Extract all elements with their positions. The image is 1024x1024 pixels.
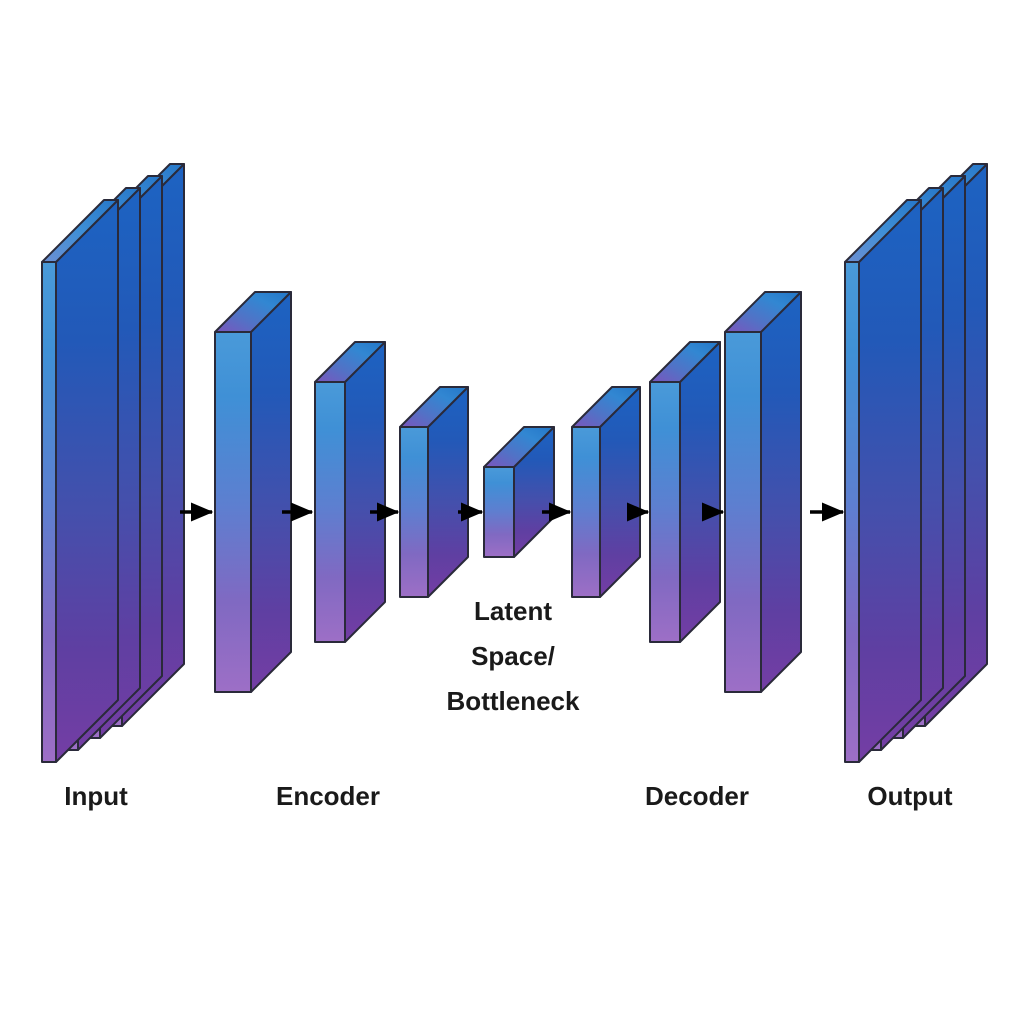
label-output: Output xyxy=(867,781,953,811)
input-stack-slab-1-front-face xyxy=(41,261,57,763)
block-decoder-l2 xyxy=(649,341,721,643)
label-latent-line3: Bottleneck xyxy=(447,686,580,716)
output-stack-slab-1-side-face xyxy=(858,199,922,763)
label-input: Input xyxy=(64,781,128,811)
block-encoder-l3-front-face xyxy=(399,426,429,598)
output-stack-slab-1-front-face xyxy=(844,261,860,763)
input-stack xyxy=(41,163,185,763)
block-decoder-l2-front-face xyxy=(649,381,681,643)
block-decoder-l3-side-face xyxy=(760,291,802,693)
block-decoder-l3-front-face xyxy=(724,331,762,693)
output-stack xyxy=(844,163,988,763)
block-encoder-l1-side-face xyxy=(250,291,292,693)
label-latent-line1: Latent xyxy=(474,596,552,626)
block-decoder-l1-front-face xyxy=(571,426,601,598)
label-decoder: Decoder xyxy=(645,781,749,811)
output-stack-slab-1 xyxy=(844,199,922,763)
block-encoder-l2-side-face xyxy=(344,341,386,643)
input-stack-slab-1 xyxy=(41,199,119,763)
block-encoder-l1-front-face xyxy=(214,331,252,693)
block-encoder-l1 xyxy=(214,291,292,693)
block-decoder-l2-side-face xyxy=(679,341,721,643)
input-stack-slab-1-side-face xyxy=(55,199,119,763)
block-latent-space-bottleneck xyxy=(483,426,555,558)
block-encoder-l2-front-face xyxy=(314,381,346,643)
label-latent-line2: Space/ xyxy=(471,641,555,671)
block-latent-space-bottleneck-front-face xyxy=(483,466,515,558)
label-encoder: Encoder xyxy=(276,781,380,811)
block-decoder-l3 xyxy=(724,291,802,693)
block-encoder-l3 xyxy=(399,386,469,598)
block-encoder-l2 xyxy=(314,341,386,643)
block-decoder-l1 xyxy=(571,386,641,598)
